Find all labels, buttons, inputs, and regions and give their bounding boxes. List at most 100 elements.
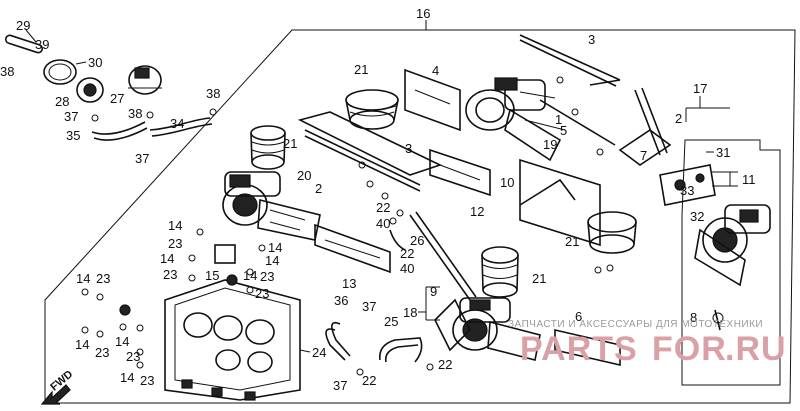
- carburetor-body-left: [222, 171, 321, 241]
- label-33: 33: [680, 183, 694, 198]
- forward-arrow-icon: FWD: [40, 368, 75, 405]
- label-14c: 14: [160, 251, 174, 266]
- label-37b: 37: [135, 151, 149, 166]
- label-2a: 2: [675, 111, 682, 126]
- hose-35: [91, 121, 146, 135]
- watermark-tagline: ЗАПЧАСТИ И АКСЕССУАРЫ ДЛЯ МОТОТЕХНИКИ: [508, 319, 763, 330]
- label-23b: 23: [163, 267, 177, 282]
- watermark: ЗАПЧАСТИ И АКСЕССУАРЫ ДЛЯ МОТОТЕХНИКИ PA…: [508, 319, 787, 368]
- label-2b: 2: [315, 181, 322, 196]
- hose-25: [378, 337, 423, 363]
- stay-plate-10: [519, 158, 601, 247]
- label-14b: 14: [268, 240, 282, 255]
- label-16: 16: [416, 6, 430, 21]
- rod-26: [389, 229, 406, 251]
- label-24: 24: [312, 345, 326, 360]
- watermark-brand-a: PARTS: [520, 330, 638, 368]
- label-18: 18: [403, 305, 417, 320]
- label-30: 30: [88, 55, 102, 70]
- bracket-2: [297, 111, 443, 176]
- label-23d: 23: [255, 286, 269, 301]
- small-fasteners: [356, 76, 614, 376]
- assembly-frame-17: [681, 139, 781, 386]
- label-21a: 21: [354, 62, 368, 77]
- label-19: 19: [543, 137, 557, 152]
- label-36: 36: [334, 293, 348, 308]
- label-5: 5: [560, 123, 567, 138]
- label-34: 34: [170, 116, 184, 131]
- float-bowl-tray-24: [164, 279, 311, 401]
- label-22c: 22: [438, 357, 452, 372]
- intake-boot-21c: [587, 211, 637, 254]
- hose-34: [149, 117, 211, 131]
- label-37a: 37: [64, 109, 78, 124]
- valve-27: [128, 65, 162, 95]
- label-14i: 14: [120, 370, 134, 385]
- intake-boot-21a: [345, 89, 399, 130]
- label-29: 29: [16, 18, 30, 33]
- bracket-7: [618, 129, 672, 166]
- label-40b: 40: [400, 261, 414, 276]
- label-23a: 23: [168, 236, 182, 251]
- label-14f: 14: [76, 271, 90, 286]
- watermark-domain: .RU: [725, 330, 787, 368]
- label-23e: 23: [96, 271, 110, 286]
- label-37c: 37: [362, 299, 376, 314]
- label-22a: 22: [376, 200, 390, 215]
- stay-plate-4: [404, 68, 461, 132]
- shaft-3c: [409, 214, 471, 301]
- label-9: 9: [430, 284, 437, 299]
- watermark-brand-b: FOR: [652, 330, 727, 368]
- shaft-3a: [519, 34, 621, 81]
- label-12: 12: [470, 204, 484, 219]
- label-11: 11: [742, 172, 756, 187]
- label-17: 17: [693, 81, 707, 96]
- label-14g: 14: [75, 337, 89, 352]
- carburetor-body-bottom: [452, 297, 541, 361]
- label-15: 15: [205, 268, 219, 283]
- label-38a: 38: [0, 64, 14, 79]
- hose-36: [325, 328, 346, 361]
- label-39: 39: [35, 37, 49, 52]
- label-22d: 22: [362, 373, 376, 388]
- intake-boot-21b: [250, 125, 286, 170]
- label-8: 8: [690, 310, 697, 325]
- label-23h: 23: [140, 373, 154, 388]
- label-37d: 37: [333, 378, 347, 393]
- intake-boot-21d: [481, 246, 519, 298]
- label-4: 4: [432, 63, 439, 78]
- assembly-frame-16: [44, 29, 796, 404]
- label-13: 13: [342, 276, 356, 291]
- label-23c: 23: [260, 269, 274, 284]
- label-21d: 21: [532, 271, 546, 286]
- part-number-labels: 16 17 29 39 38 30 28 27 38 37 38 34 35 3…: [0, 6, 756, 393]
- label-35: 35: [66, 128, 80, 143]
- rod-10: [519, 178, 576, 206]
- label-28: 28: [55, 94, 69, 109]
- label-22b: 22: [400, 246, 414, 261]
- label-38b: 38: [128, 106, 142, 121]
- bracket-9: [434, 298, 471, 352]
- linkage-33: [659, 164, 716, 206]
- label-23g: 23: [126, 349, 140, 364]
- label-23f: 23: [95, 345, 109, 360]
- bracket-6: [554, 328, 621, 367]
- pipe-39: [4, 29, 44, 54]
- label-3b: 3: [405, 141, 412, 156]
- carburetor-body-top: [465, 77, 566, 162]
- carburetor-body-right: [694, 204, 771, 287]
- label-14d: 14: [265, 253, 279, 268]
- label-38c: 38: [206, 86, 220, 101]
- label-10: 10: [500, 175, 514, 190]
- shaft-3b: [304, 129, 421, 186]
- label-27: 27: [110, 91, 124, 106]
- label-7: 7: [640, 148, 647, 163]
- label-6: 6: [575, 309, 582, 324]
- label-31: 31: [716, 145, 730, 160]
- label-3a: 3: [588, 32, 595, 47]
- screw-set: [81, 228, 266, 369]
- label-14h: 14: [115, 334, 129, 349]
- label-26: 26: [410, 233, 424, 248]
- label-1: 1: [555, 112, 562, 127]
